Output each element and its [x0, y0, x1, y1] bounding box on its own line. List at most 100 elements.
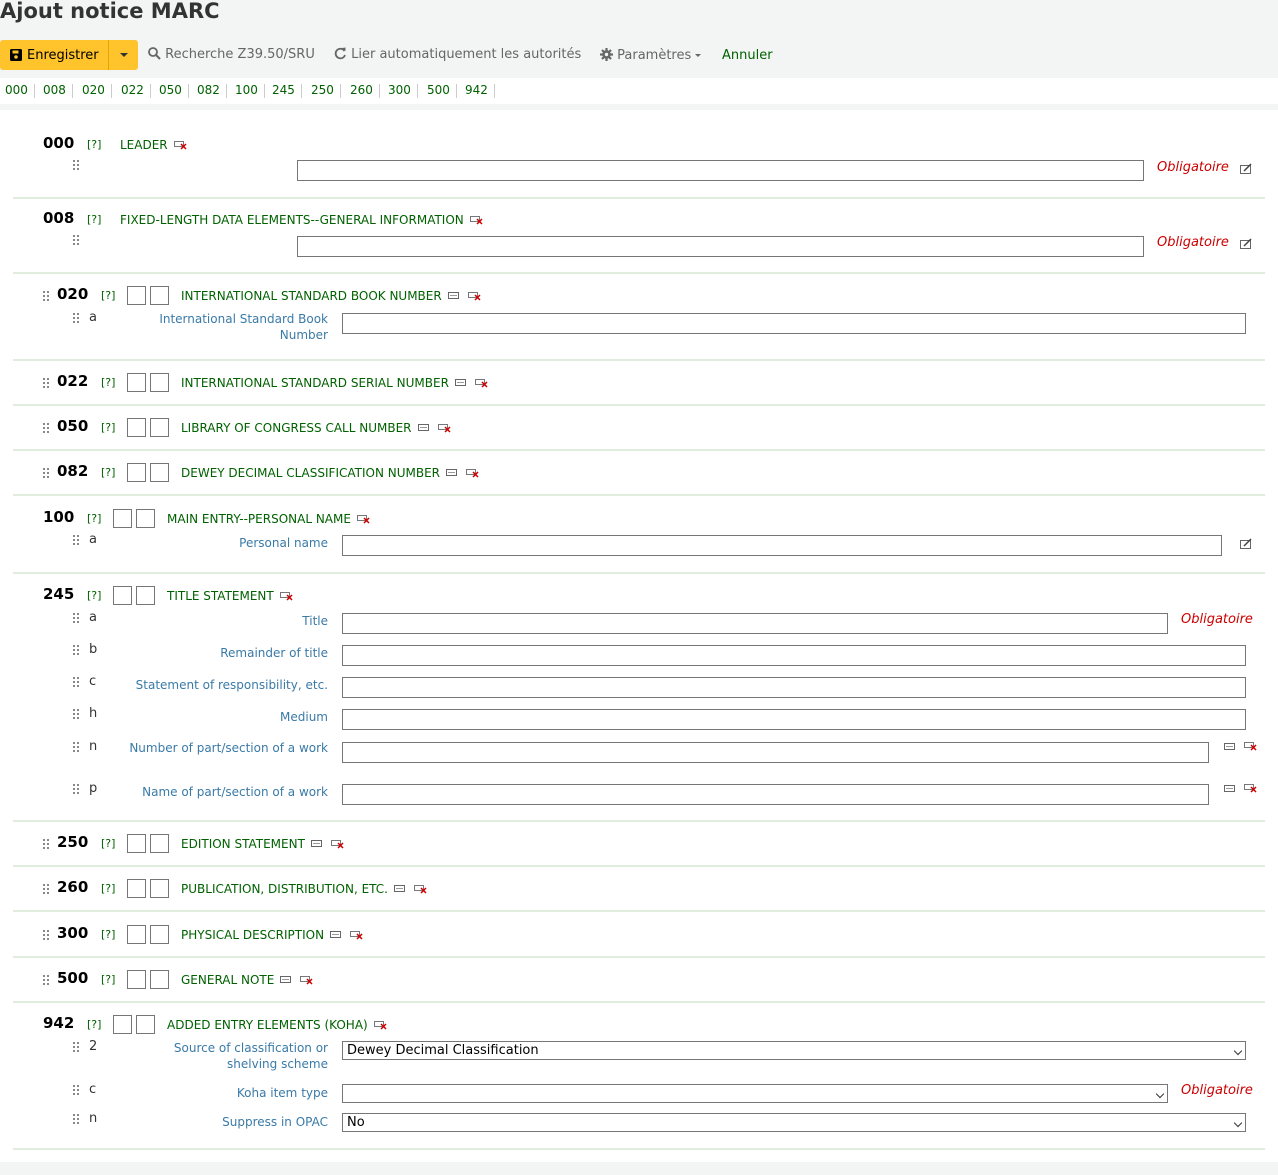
- indicator-1-input[interactable]: [127, 373, 146, 392]
- indicator-1-input[interactable]: [127, 418, 146, 437]
- indicator-1-input[interactable]: [127, 970, 146, 989]
- clone-field-icon[interactable]: [418, 423, 431, 435]
- indicator-1-input[interactable]: [113, 509, 132, 528]
- subfield-9422-select[interactable]: Dewey Decimal Classification: [342, 1041, 1246, 1060]
- help-link[interactable]: [?]: [101, 973, 116, 986]
- field-label[interactable]: PHYSICAL DESCRIPTION: [181, 928, 325, 942]
- save-options-toggle[interactable]: [108, 40, 138, 70]
- drag-handle-icon[interactable]: [43, 378, 49, 388]
- field-label[interactable]: MAIN ENTRY--PERSONAL NAME: [167, 512, 351, 526]
- drag-handle-icon[interactable]: [73, 1042, 79, 1052]
- tab-250[interactable]: 250: [311, 83, 334, 97]
- field-label[interactable]: INTERNATIONAL STANDARD SERIAL NUMBER: [181, 376, 449, 390]
- indicator-2-input[interactable]: [150, 463, 169, 482]
- field-label[interactable]: PUBLICATION, DISTRIBUTION, ETC.: [181, 882, 388, 896]
- clone-field-icon[interactable]: [446, 468, 459, 480]
- tab-245[interactable]: 245: [272, 83, 295, 97]
- drag-handle-icon[interactable]: [43, 884, 49, 894]
- tab-008[interactable]: 008: [43, 83, 66, 97]
- field-label[interactable]: DEWEY DECIMAL CLASSIFICATION NUMBER: [181, 466, 441, 480]
- subfield-245c-input[interactable]: [342, 677, 1246, 698]
- indicator-1-input[interactable]: [113, 1015, 132, 1034]
- field-label[interactable]: EDITION STATEMENT: [181, 837, 305, 851]
- delete-field-icon[interactable]: [470, 214, 483, 226]
- clone-subfield-icon[interactable]: [1224, 784, 1237, 796]
- indicator-2-input[interactable]: [150, 418, 169, 437]
- subfield-245h-input[interactable]: [342, 709, 1246, 730]
- indicator-2-input[interactable]: [150, 373, 169, 392]
- indicator-1-input[interactable]: [113, 586, 132, 605]
- drag-handle-icon[interactable]: [73, 1085, 79, 1095]
- delete-field-icon[interactable]: [357, 513, 370, 525]
- help-link[interactable]: [?]: [87, 512, 102, 525]
- field-label[interactable]: FIXED-LENGTH DATA ELEMENTS--GENERAL INFO…: [120, 213, 464, 227]
- drag-handle-icon[interactable]: [73, 784, 79, 794]
- drag-handle-icon[interactable]: [73, 645, 79, 655]
- indicator-2-input[interactable]: [150, 925, 169, 944]
- delete-field-icon[interactable]: [374, 1019, 387, 1031]
- clone-subfield-icon[interactable]: [1224, 742, 1237, 754]
- link-authorities-button[interactable]: Lier automatiquement les autorités: [334, 47, 581, 62]
- tab-942[interactable]: 942: [465, 83, 488, 97]
- subfield-245p-input[interactable]: [342, 784, 1209, 805]
- indicator-1-input[interactable]: [127, 925, 146, 944]
- help-link[interactable]: [?]: [101, 882, 116, 895]
- help-link[interactable]: [?]: [101, 421, 116, 434]
- drag-handle-icon[interactable]: [43, 468, 49, 478]
- field-label[interactable]: GENERAL NOTE: [181, 973, 275, 987]
- delete-subfield-icon[interactable]: [1244, 740, 1257, 752]
- field-008-input[interactable]: [297, 236, 1144, 257]
- clone-field-icon[interactable]: [280, 975, 293, 987]
- subfield-245a-input[interactable]: [342, 613, 1168, 634]
- field-label[interactable]: LEADER: [120, 138, 168, 152]
- tab-100[interactable]: 100: [235, 83, 258, 97]
- subfield-942n-select[interactable]: No: [342, 1113, 1246, 1132]
- clone-field-icon[interactable]: [455, 378, 468, 390]
- subfield-942c-select[interactable]: [342, 1084, 1168, 1103]
- indicator-2-input[interactable]: [150, 286, 169, 305]
- drag-handle-icon[interactable]: [73, 742, 79, 752]
- tab-022[interactable]: 022: [121, 83, 144, 97]
- help-link[interactable]: [?]: [87, 589, 102, 602]
- indicator-2-input[interactable]: [136, 509, 155, 528]
- save-button[interactable]: Enregistrer: [0, 40, 108, 70]
- tab-500[interactable]: 500: [427, 83, 450, 97]
- drag-handle-icon[interactable]: [43, 423, 49, 433]
- indicator-1-input[interactable]: [127, 286, 146, 305]
- indicator-1-input[interactable]: [127, 879, 146, 898]
- help-link[interactable]: [?]: [101, 289, 116, 302]
- field-label[interactable]: TITLE STATEMENT: [167, 589, 274, 603]
- indicator-2-input[interactable]: [150, 879, 169, 898]
- drag-handle-icon[interactable]: [43, 839, 49, 849]
- clone-field-icon[interactable]: [394, 884, 407, 896]
- help-link[interactable]: [?]: [101, 466, 116, 479]
- field-label[interactable]: LIBRARY OF CONGRESS CALL NUMBER: [181, 421, 412, 435]
- plugin-edit-icon[interactable]: [1240, 538, 1253, 550]
- indicator-2-input[interactable]: [150, 970, 169, 989]
- plugin-edit-icon[interactable]: [1240, 163, 1253, 175]
- drag-handle-icon[interactable]: [73, 677, 79, 687]
- cancel-link[interactable]: Annuler: [722, 48, 773, 63]
- field-000-input[interactable]: [297, 160, 1144, 181]
- drag-handle-icon[interactable]: [73, 235, 79, 245]
- tab-050[interactable]: 050: [159, 83, 182, 97]
- drag-handle-icon[interactable]: [73, 613, 79, 623]
- z3950-search-button[interactable]: Recherche Z39.50/SRU: [148, 47, 315, 62]
- delete-field-icon[interactable]: [468, 290, 481, 302]
- indicator-2-input[interactable]: [136, 1015, 155, 1034]
- drag-handle-icon[interactable]: [73, 535, 79, 545]
- subfield-245n-input[interactable]: [342, 742, 1209, 763]
- tab-020[interactable]: 020: [82, 83, 105, 97]
- tab-000[interactable]: 000: [5, 83, 28, 97]
- drag-handle-icon[interactable]: [43, 291, 49, 301]
- settings-dropdown[interactable]: Paramètres: [600, 48, 702, 63]
- field-label[interactable]: ADDED ENTRY ELEMENTS (KOHA): [167, 1018, 368, 1032]
- delete-field-icon[interactable]: [414, 883, 427, 895]
- drag-handle-icon[interactable]: [73, 1114, 79, 1124]
- delete-subfield-icon[interactable]: [1244, 782, 1257, 794]
- plugin-edit-icon[interactable]: [1240, 238, 1253, 250]
- subfield-100a-input[interactable]: [342, 535, 1222, 556]
- drag-handle-icon[interactable]: [43, 975, 49, 985]
- drag-handle-icon[interactable]: [43, 930, 49, 940]
- help-link[interactable]: [?]: [87, 138, 102, 151]
